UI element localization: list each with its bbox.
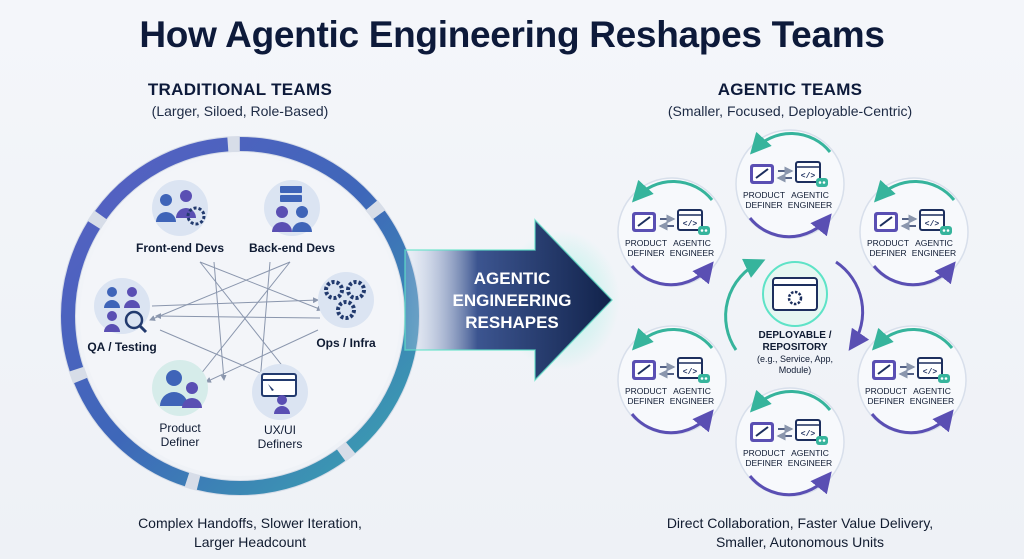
traditional-teams-subheading: (Larger, Siloed, Role-Based) [151, 103, 329, 119]
deployable-line1: DEPLOYABLE / [759, 330, 832, 341]
svg-text:</>: </> [801, 430, 816, 439]
svg-text:</>: </> [925, 220, 940, 229]
exchange-arrows-icon [900, 214, 918, 231]
pod-agent-label-line1: AGENTIC [673, 238, 711, 248]
pod-product-label-line2: DEFINER [867, 396, 904, 406]
pod-agent-label-line1: AGENTIC [791, 448, 829, 458]
exchange-arrows-icon [658, 362, 676, 379]
agentic-footer: Direct Collaboration, Faster Value Deliv… [610, 514, 990, 552]
pod-product-label-line2: DEFINER [627, 396, 664, 406]
deployable-repository-icon [762, 261, 828, 327]
svg-text:</>: </> [683, 220, 698, 229]
agentic-teams-subheading: (Smaller, Focused, Deployable-Centric) [667, 103, 913, 119]
product-definer-pen-icon [872, 360, 896, 380]
product-definer-pen-icon [632, 360, 656, 380]
product-definer-pen-icon [632, 212, 656, 232]
backend-devs-icon [264, 180, 320, 236]
pod-agent-label-line2: ENGINEER [670, 396, 714, 406]
exchange-arrows-icon [658, 214, 676, 231]
product-definer-pen-icon [750, 164, 774, 184]
ops-infra-label: Ops / Infra [316, 336, 376, 350]
qa-testing-label: QA / Testing [87, 340, 156, 354]
deployable-line4: Module) [779, 365, 812, 375]
pod-agent-label-line1: AGENTIC [913, 386, 951, 396]
pod-product-label-line1: PRODUCT [743, 448, 785, 458]
pod-agent-label-line1: AGENTIC [791, 190, 829, 200]
ux-ui-label-line1: UX/UI [264, 423, 296, 437]
traditional-footer: Complex Handoffs, Slower Iteration, Larg… [60, 514, 440, 552]
pod-agent-label-line2: ENGINEER [910, 396, 954, 406]
pod-product-label-line1: PRODUCT [625, 238, 667, 248]
arrow-label-line2: ENGINEERING [452, 291, 571, 310]
pod-product-label-line2: DEFINER [869, 248, 906, 258]
traditional-teams-heading: TRADITIONAL TEAMS [147, 80, 333, 99]
ux-ui-label-line2: Definers [258, 437, 303, 451]
traditional-teams-header: TRADITIONAL TEAMS (Larger, Siloed, Role-… [90, 80, 390, 119]
svg-text:</>: </> [801, 172, 816, 181]
pod-agent-label-line2: ENGINEER [912, 248, 956, 258]
product-definer-pen-icon [874, 212, 898, 232]
exchange-arrows-icon [776, 424, 794, 441]
agentic-engineer-code-icon: </> [795, 419, 828, 445]
agentic-engineer-code-icon: </> [677, 209, 710, 235]
ops-infra-icon [318, 272, 374, 328]
arrow-label-line3: RESHAPES [465, 313, 559, 332]
arrow-label-line1: AGENTIC [474, 269, 551, 288]
center-cycle-arrows [724, 258, 870, 351]
traditional-footer-line2: Larger Headcount [193, 534, 307, 550]
traditional-footer-line1: Complex Handoffs, Slower Iteration, [138, 515, 362, 531]
frontend-devs-icon [152, 180, 208, 236]
agentic-engineer-code-icon: </> [917, 357, 950, 383]
ux-ui-definers-icon [252, 364, 308, 420]
deployable-line2: REPOSITORY [762, 342, 827, 353]
agentic-engineer-code-icon: </> [919, 209, 952, 235]
pod-product-label-line2: DEFINER [627, 248, 664, 258]
product-definer-icon [152, 360, 208, 416]
handoff-connections [149, 261, 323, 385]
svg-text:</>: </> [923, 368, 938, 377]
product-definer-label-line2: Definer [161, 435, 200, 449]
pod-agent-label-line2: ENGINEER [670, 248, 714, 258]
pod-product-label-line1: PRODUCT [743, 190, 785, 200]
svg-text:</>: </> [683, 368, 698, 377]
product-definer-label-line1: Product [159, 421, 201, 435]
qa-testing-icon [94, 278, 150, 334]
agentic-pods: </>PRODUCTDEFINERAGENTICENGINEER</>PRODU… [617, 129, 969, 497]
exchange-arrows-icon [898, 362, 916, 379]
pod-product-label-line2: DEFINER [745, 458, 782, 468]
agentic-footer-line1: Direct Collaboration, Faster Value Deliv… [666, 515, 934, 531]
pod-product-label-line1: PRODUCT [865, 386, 907, 396]
page-title: How Agentic Engineering Reshapes Teams [139, 14, 885, 55]
agentic-engineer-code-icon: </> [795, 161, 828, 187]
pod-agent-label-line2: ENGINEER [788, 200, 832, 210]
product-definer-pen-icon [750, 422, 774, 442]
backend-devs-label: Back-end Devs [249, 241, 335, 255]
pod-product-label-line1: PRODUCT [867, 238, 909, 248]
exchange-arrows-icon [776, 166, 794, 183]
transition-arrow [404, 218, 620, 382]
agentic-teams-heading: AGENTIC TEAMS [717, 80, 863, 99]
agentic-engineer-code-icon: </> [677, 357, 710, 383]
deployable-line3: (e.g., Service, App, [757, 354, 833, 364]
pod-product-label-line1: PRODUCT [625, 386, 667, 396]
agentic-footer-line2: Smaller, Autonomous Units [715, 534, 885, 550]
pod-agent-label-line2: ENGINEER [788, 458, 832, 468]
pod-agent-label-line1: AGENTIC [673, 386, 711, 396]
frontend-devs-label: Front-end Devs [136, 241, 224, 255]
pod-agent-label-line1: AGENTIC [915, 238, 953, 248]
agentic-teams-header: AGENTIC TEAMS (Smaller, Focused, Deploya… [630, 80, 950, 119]
pod-product-label-line2: DEFINER [745, 200, 782, 210]
